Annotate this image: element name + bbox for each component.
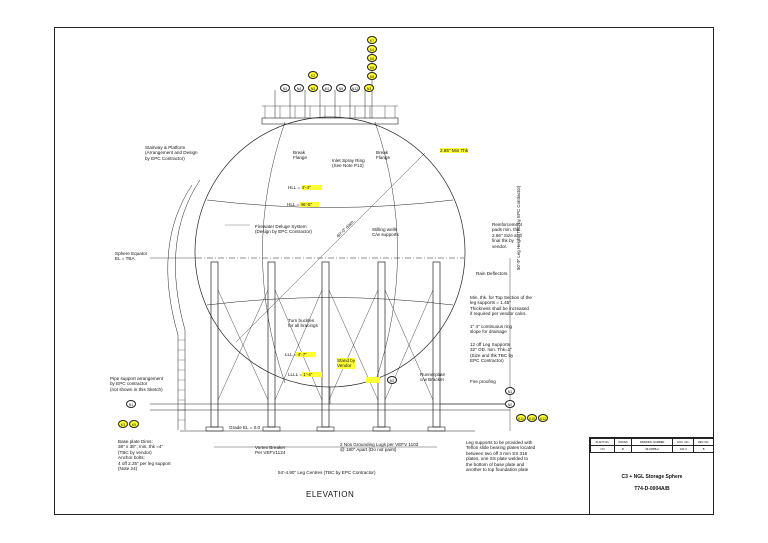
view-title: ELEVATION <box>306 490 355 499</box>
lll-highlight <box>296 352 316 357</box>
label-turn-buckles: Turn buckles for all bracings <box>288 318 318 329</box>
label-fire-proofing: Fire proofing <box>470 379 496 384</box>
tb-value-cell: B <box>693 445 714 453</box>
nozzle-stack-3: K5 <box>367 63 377 71</box>
nozzle-bottom-right-0: N1 <box>505 387 515 395</box>
drawing-number: T74-D-0004A/B <box>634 486 670 492</box>
label-leg-teflon: Leg supports to be provided with Teflon … <box>466 440 536 473</box>
nozzle-bottom-right-2: K11 <box>516 414 526 422</box>
label-grounding: 2 Nos Grounding Lugs per VEFV 1103 @ 180… <box>340 442 419 453</box>
label-min-thk-top: Min. thk. for Top Section of the leg sup… <box>470 295 532 317</box>
label-leg-height: 50'-9" Leg Height (TBC by EPC Contractor… <box>516 185 521 270</box>
tb-value-cell: 174 <box>590 445 615 453</box>
label-break-flange-right: Break Flange <box>376 150 391 161</box>
tb-header-cell: DOC. NO. <box>672 438 695 446</box>
sphere-meridian-right <box>374 121 398 384</box>
sphere-shell <box>194 116 466 388</box>
nozzle-stack-4: K8 <box>367 72 377 80</box>
title-block-value-row: 174 B 09-16588-A C21-3 B <box>590 445 714 453</box>
nozzle-bottom-right-1: N2 <box>505 400 515 408</box>
sphere-lower-band <box>206 297 454 306</box>
leg-bracing <box>217 289 434 401</box>
nozzle-top-3: M1 <box>322 84 332 92</box>
label-leg-supports: 12 off Leg Supports 32" OD. min. Thk=1" … <box>470 342 514 364</box>
nozzle-top-2: N3 <box>308 84 318 92</box>
top-platform <box>261 117 399 125</box>
drawing-sheet <box>54 27 714 515</box>
stair-treads <box>178 339 185 421</box>
label-hll: HLL = 4'-4" <box>288 185 311 190</box>
drawing-title: C3 + NGL Storage Sphere <box>621 474 683 480</box>
diameter-line <box>235 152 426 343</box>
tb-header-cell: DRAWING NUMBER <box>630 438 674 446</box>
label-stairway: Stairway & Platform (Arrangement and Des… <box>145 145 198 161</box>
tb-value-cell: B <box>613 445 632 453</box>
label-stand-by: Stand by Vendor <box>337 358 356 369</box>
label-inlet-spray: Inlet Spray Ring (See Note P12) <box>332 158 365 169</box>
label-firewater: Firewater Deluge System (Design by EPC C… <box>255 224 312 235</box>
hll-highlight <box>302 185 322 190</box>
tb-header-cell: ISSUES <box>613 438 632 446</box>
label-leg-centres: 54'-4.90" Leg Centres (TBC by EPC Contra… <box>278 470 376 475</box>
title-block: PLANT NO. ISSUES DRAWING NUMBER DOC. NO.… <box>589 437 714 515</box>
leg-supports <box>210 261 441 428</box>
nozzle-stack-1: K4 <box>367 45 377 53</box>
label-hlll: HLL = 46'-5" <box>287 202 313 207</box>
sphere-meridian-left <box>262 121 286 384</box>
nozzle-m2: M2 <box>387 376 397 384</box>
nozzle-stack-2: K6 <box>367 54 377 62</box>
nozzle-top-1: N4 <box>294 84 304 92</box>
nozzle-stack-0: K7 <box>367 36 377 44</box>
label-llll: LLLL = 1'-4" <box>288 372 313 377</box>
title-block-header-row: PLANT NO. ISSUES DRAWING NUMBER DOC. NO.… <box>590 438 714 446</box>
tb-header-cell: PLANT NO. <box>590 438 615 446</box>
bottom-piping <box>150 387 510 411</box>
nozzle-bottom-left-0: N1 <box>126 400 136 408</box>
label-grade: Grade EL = 0.0 <box>229 425 261 430</box>
nozzle-top-0: N3 <box>280 84 290 92</box>
label-break-flange-left: Break Flange <box>293 150 308 161</box>
nozzle-bottom-right-4: K12 <box>538 414 548 422</box>
label-runnerplate: Runnerplate c/w Bracket <box>420 372 446 383</box>
label-rain-deflectors: Rain Deflectors <box>476 271 508 276</box>
m2-highlight <box>366 377 380 383</box>
sphere-upper-band <box>206 199 454 208</box>
llll-highlight <box>302 372 322 377</box>
title-block-table: PLANT NO. ISSUES DRAWING NUMBER DOC. NO.… <box>590 438 714 453</box>
tb-value-cell: 09-16588-A <box>630 445 674 453</box>
label-sphere-equator: Sphere Equator EL = TBA <box>115 251 148 262</box>
nozzle-top-4: N9 <box>336 84 346 92</box>
stairway <box>167 179 201 430</box>
label-continuous-ring: 1" 4" continuous ring slope for drainage <box>470 324 513 335</box>
label-lll: LLL = 4'-7" <box>285 352 307 357</box>
nozzle-k2: K2 <box>308 71 318 79</box>
hlll-highlight <box>299 202 319 207</box>
top-nozzle-pipes <box>274 45 373 118</box>
nozzle-top-6: N3 <box>364 84 374 92</box>
label-stilling-wells: Stilling wells C/w supports <box>372 227 399 238</box>
top-railing <box>262 105 398 118</box>
label-vortex: Vortex Breaker Per VEFV1124 <box>255 445 286 456</box>
nozzle-bottom-left-1: K3 <box>118 420 128 428</box>
label-pipe-support: Pipe support arrangement by EPC contract… <box>110 376 164 392</box>
label-min-thk: 2.85" Min Thk <box>440 148 469 154</box>
tb-header-cell: REV. NO. <box>693 438 714 446</box>
label-base-plate: Base plate Dims: 38" x 38", min. thk =4"… <box>118 439 171 472</box>
nozzle-top-5: N12 <box>350 84 360 92</box>
tb-value-cell: C21-3 <box>672 445 695 453</box>
nozzle-bottom-left-2: K9 <box>129 420 139 428</box>
label-reinforcement: Reinforcement pads min. thk. 2.66" Size … <box>492 222 522 249</box>
nozzle-bottom-right-3: K10 <box>527 414 537 422</box>
